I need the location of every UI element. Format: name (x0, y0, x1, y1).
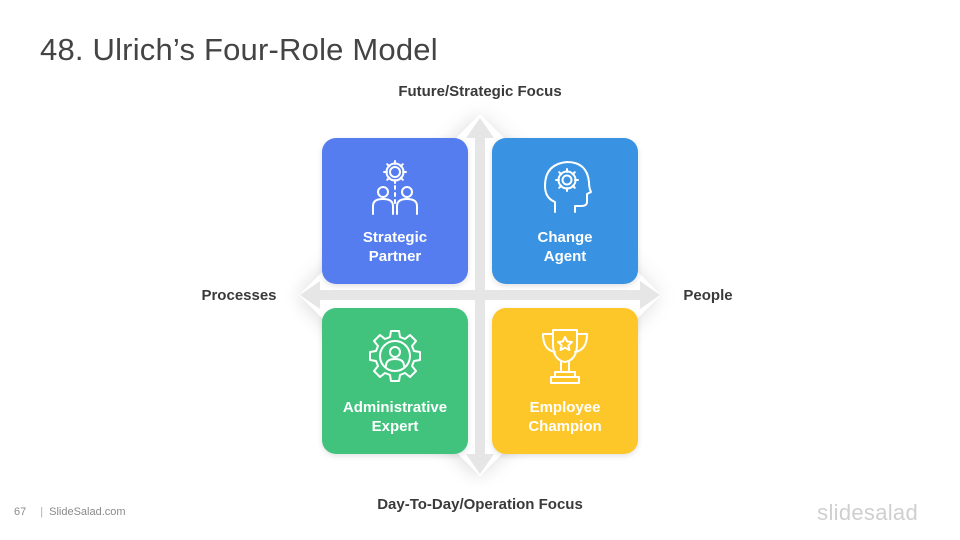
quadrant-administrative-expert: Administrative Expert (322, 308, 468, 454)
quadrant-strategic-partner: Strategic Partner (322, 138, 468, 284)
team-gear-icon (372, 160, 418, 215)
quadrant-change-agent: Change Agent (492, 138, 638, 284)
quadrant-label: Change Agent (537, 229, 593, 265)
quadrant-label: Employee Champion (528, 399, 602, 435)
brand-logo: slidesalad (817, 500, 918, 525)
left-arrow-head (300, 281, 320, 309)
axis-label-strategic: Future/Strategic Focus (398, 83, 562, 100)
quadrant-label: Administrative Expert (342, 399, 448, 435)
person-gear-icon (369, 330, 421, 382)
down-arrow-head (466, 454, 494, 474)
trophy-icon (542, 329, 588, 384)
axis-label-processes: Processes (201, 287, 277, 304)
right-arrow-head (640, 281, 660, 309)
horizontal-axis-line (312, 290, 648, 300)
axis-label-people: People (683, 287, 733, 304)
footer-site: SlideSalad.com (49, 506, 126, 518)
quadrant-label: Strategic Partner (362, 229, 428, 265)
head-gear-icon (544, 161, 592, 213)
slide-title: 48. Ulrich’s Four-Role Model (40, 32, 438, 67)
page-number: 67 (14, 506, 27, 518)
footer: 67|SlideSalad.com (14, 506, 126, 518)
quadrant-employee-champion: Employee Champion (492, 308, 638, 454)
up-arrow-head (466, 118, 494, 138)
axis-label-operational: Day-To-Day/Operation Focus (377, 496, 583, 513)
